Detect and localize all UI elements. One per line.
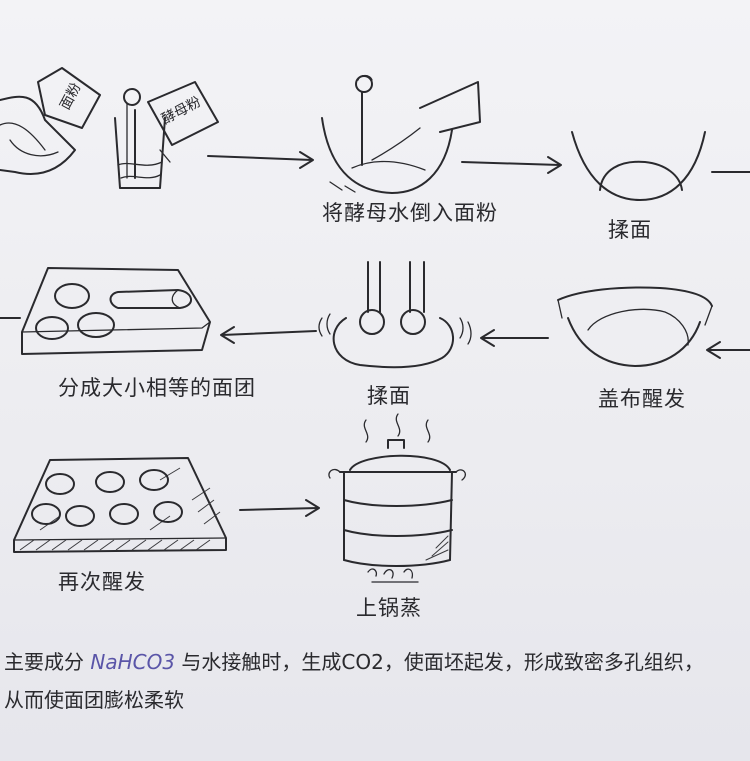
arrow-left-icon — [480, 329, 549, 347]
note-line-1-rest: 与水接触时，生成CO2，使面坯起发，形成致密多孔组织， — [181, 650, 704, 674]
yeast-glass-icon — [114, 88, 166, 189]
arrow-right-icon — [207, 151, 314, 169]
note-line-1: 主要成分 NaHCO3 与水接触时，生成CO2，使面坯起发，形成致密多孔组织， — [4, 646, 704, 675]
arrow-left-icon — [706, 341, 750, 359]
step-label-ferment-1: 盖布醒发 — [598, 387, 686, 411]
step-label-knead-2: 揉面 — [367, 384, 411, 408]
step-label-mix: 将酵母水倒入面粉 — [322, 201, 498, 225]
steamer-icon — [328, 413, 466, 583]
step-label-ferment-2: 再次醒发 — [58, 570, 146, 594]
proofing-tray-icon — [13, 457, 227, 553]
step-label-steam: 上锅蒸 — [356, 596, 422, 620]
dough-board-icon — [21, 267, 211, 355]
step-label-knead-1: 揉面 — [608, 218, 652, 242]
arrow-right-icon — [239, 499, 320, 517]
kneading-hands-icon — [318, 261, 472, 369]
note-line-2: 从而使面团膨松柔软 — [4, 688, 184, 712]
mixing-bowl-icon — [321, 74, 481, 194]
yeast-bag-icon — [147, 81, 219, 163]
note-formula: NaHCO3 — [90, 650, 176, 674]
arrow-left-icon — [220, 326, 317, 344]
step-label-divide: 分成大小相等的面团 — [58, 376, 256, 400]
arrow-right-icon — [461, 156, 562, 174]
flour-bag-icon — [0, 67, 101, 175]
dough-bowl-icon — [571, 131, 706, 201]
covered-bowl-icon — [557, 286, 713, 367]
note-prefix: 主要成分 — [4, 650, 84, 674]
